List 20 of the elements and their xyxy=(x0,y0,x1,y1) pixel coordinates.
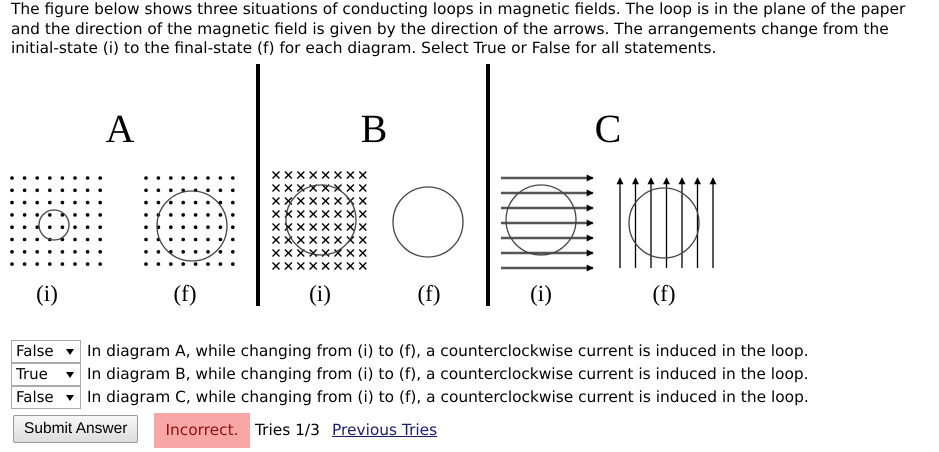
tries-text: Tries 1/3 xyxy=(255,421,320,439)
submit-button: Submit Answer xyxy=(13,415,138,443)
statement-text: In diagram B, while changing from (i) to (f), a counterclockwise current is induced in the loop. xyxy=(87,365,809,383)
diagram-letter: A xyxy=(106,105,134,152)
status-message: Incorrect. xyxy=(154,413,250,448)
true-false-dropdown: False xyxy=(11,386,81,409)
state-label: (i) xyxy=(309,281,331,307)
state-label: (f) xyxy=(418,281,440,307)
instructions-text: The figure below shows three situations of conducting loops in magnetic fields. The loop is in the plane of the paper and the direction of the magnetic field is given by the direction of the arrows. The arrangements change from the initial-state (i) to the final-state (f) for each diagram. Select True or False for all statements. xyxy=(11,0,906,58)
true-false-dropdown: True xyxy=(11,363,81,386)
statement-text: In diagram C, while changing from (i) to (f), a counterclockwise current is induced in the loop. xyxy=(87,388,809,406)
diagram-letter: B xyxy=(360,105,388,152)
statement-text: In diagram A, while changing from (i) to (f), a counterclockwise current is induced in the loop. xyxy=(87,342,809,360)
state-label: (f) xyxy=(652,281,676,307)
state-label: (f) xyxy=(174,281,196,307)
state-label: (i) xyxy=(530,281,552,307)
true-false-dropdown: False xyxy=(11,340,81,363)
diagram-letter: C xyxy=(594,105,622,152)
state-label: (i) xyxy=(36,281,58,307)
previous-tries-link: Previous Tries xyxy=(332,421,438,439)
